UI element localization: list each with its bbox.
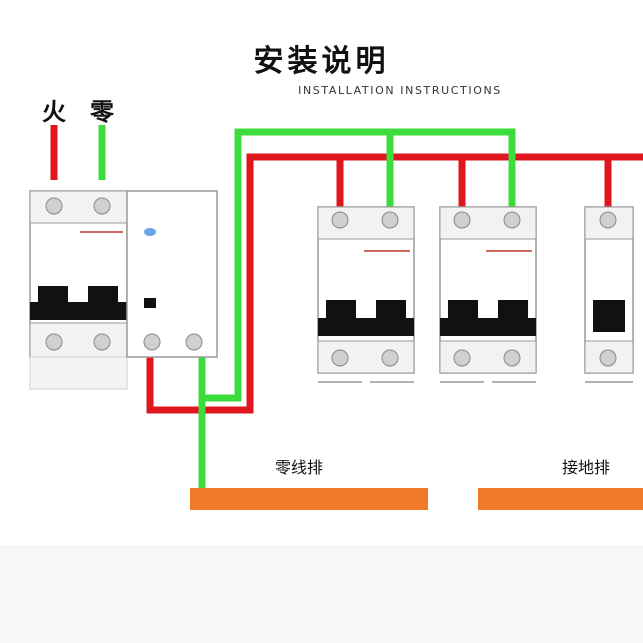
neutral-wire-label: 零 (90, 98, 114, 126)
live-bus-wire (146, 153, 643, 414)
terminal-screw (381, 349, 399, 367)
terminal-screw (331, 349, 349, 367)
test-indicator (144, 228, 156, 236)
neutral-bus-label: 零线排 (275, 458, 324, 477)
neutral-bus-bar (190, 488, 428, 510)
terminal-screw (45, 333, 63, 351)
terminal-screw (93, 333, 111, 351)
terminal-screw (331, 211, 349, 229)
terminal-screw (143, 333, 161, 351)
terminal-screw (453, 349, 471, 367)
terminal-screw (503, 349, 521, 367)
branch-breaker-2 (439, 206, 537, 383)
terminal-screw (453, 211, 471, 229)
terminal-screw (503, 211, 521, 229)
terminal-screw (599, 349, 617, 367)
main-breaker (29, 190, 128, 390)
breaker-handle (448, 300, 478, 320)
ground-bus-label: 接地排 (562, 458, 611, 477)
terminal-screw (381, 211, 399, 229)
footer-band (0, 545, 643, 643)
breaker-handle (326, 300, 356, 320)
terminal-screw (185, 333, 203, 351)
breaker-handle (88, 286, 118, 306)
branch-breaker-3 (584, 206, 634, 383)
terminal-screw (599, 211, 617, 229)
page-title: 安装说明 (253, 44, 390, 79)
terminal-screw (45, 197, 63, 215)
branch-breaker-1 (317, 206, 415, 383)
ground-bus-bar (478, 488, 643, 510)
terminal-screw (93, 197, 111, 215)
page-subtitle: INSTALLATION INSTRUCTIONS (298, 84, 502, 97)
test-button (144, 298, 156, 308)
breaker-handle (593, 300, 625, 332)
breaker-handle (38, 286, 68, 306)
rcd-module (126, 190, 218, 358)
live-wire-label: 火 (42, 98, 66, 126)
breaker-handle (498, 300, 528, 320)
neutral-bus-wire (198, 128, 516, 402)
breaker-handle (376, 300, 406, 320)
